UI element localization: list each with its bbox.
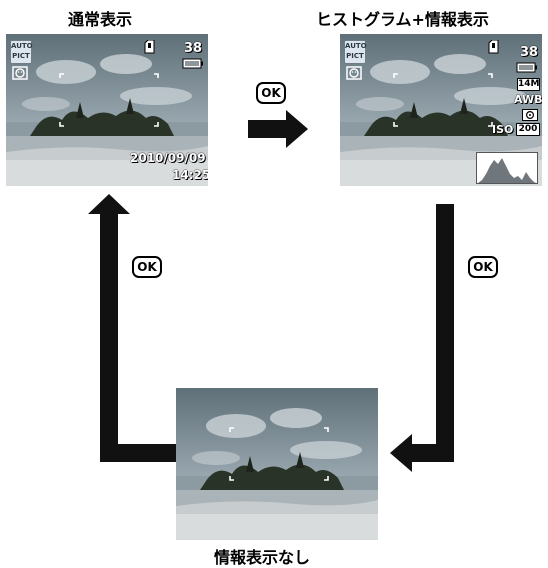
label-histogram-display: ヒストグラム+情報表示 — [316, 10, 489, 29]
focus-frame-icon — [393, 73, 493, 127]
ok-button-icon: OK — [132, 256, 162, 278]
screen-no-info-display — [176, 388, 378, 540]
shots-remaining: 38 — [184, 41, 203, 56]
label-normal-display: 通常表示 — [68, 10, 133, 29]
face-detect-icon — [346, 66, 362, 80]
resolution-badge: 14M — [517, 78, 540, 91]
time-display: 14:25 — [172, 168, 208, 182]
white-balance: AWB — [514, 93, 542, 106]
battery-icon — [182, 58, 203, 69]
focus-frame-icon — [59, 73, 159, 127]
iso-label: ISO — [492, 123, 514, 136]
memory-card-icon — [144, 40, 155, 54]
date-display: 2010/09/09 — [130, 151, 206, 165]
iso-value: 200 — [516, 123, 540, 136]
focus-frame-icon — [229, 427, 329, 481]
battery-icon — [516, 62, 537, 73]
memory-card-icon — [488, 40, 499, 54]
ok-button-icon: OK — [256, 82, 286, 104]
label-no-info-display: 情報表示なし — [214, 548, 311, 567]
ok-button-icon: OK — [468, 256, 498, 278]
shots-remaining: 38 — [520, 45, 539, 60]
metering-icon — [522, 109, 538, 121]
beach-scene-image — [6, 34, 208, 186]
face-detect-icon — [12, 66, 28, 80]
histogram-icon — [476, 152, 538, 184]
beach-scene-image — [176, 388, 378, 540]
